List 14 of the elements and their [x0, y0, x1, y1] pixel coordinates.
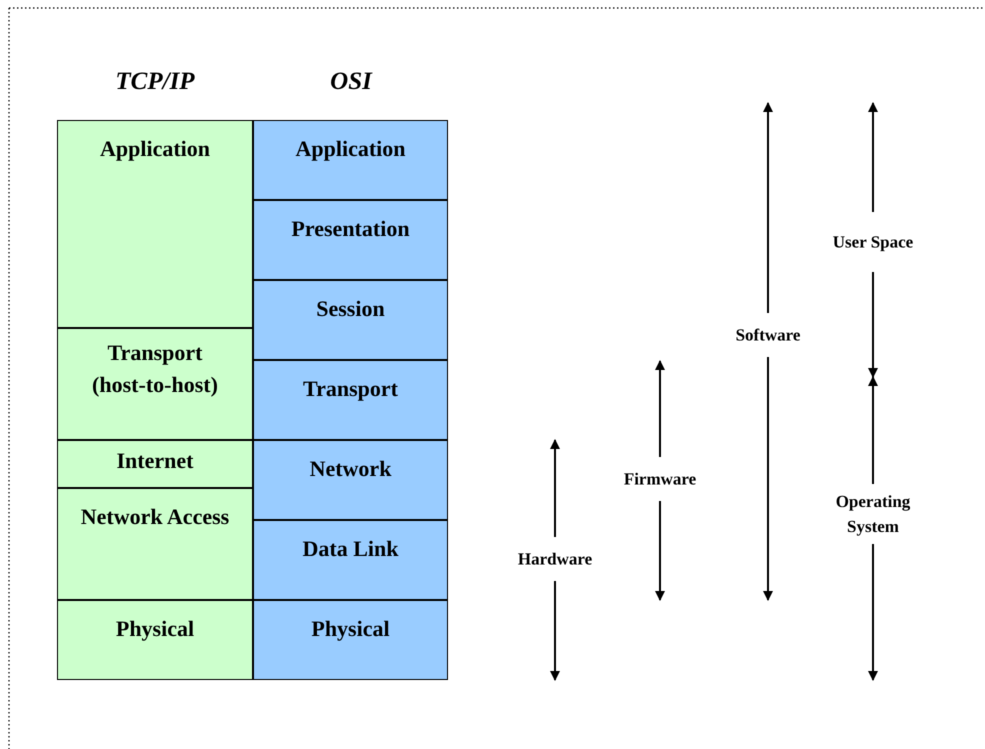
layer-label: Session [316, 295, 385, 323]
column-heading: TCP/IP [114, 68, 196, 96]
layer-label: Physical [311, 615, 390, 643]
layer-label: Physical [116, 615, 194, 643]
layer-label: Transport (host-to-host) [91, 339, 219, 399]
layer-label: Network Access [80, 503, 230, 531]
layer-label: Presentation [291, 215, 410, 243]
layer-label: Application [295, 135, 406, 163]
column-heading: OSI [329, 68, 374, 96]
layer-label: Application [100, 135, 210, 163]
layer-label: Network [310, 455, 392, 483]
layer-label: Transport [303, 375, 398, 403]
layer-label: Internet [116, 447, 194, 475]
layer-label: Data Link [302, 535, 398, 563]
